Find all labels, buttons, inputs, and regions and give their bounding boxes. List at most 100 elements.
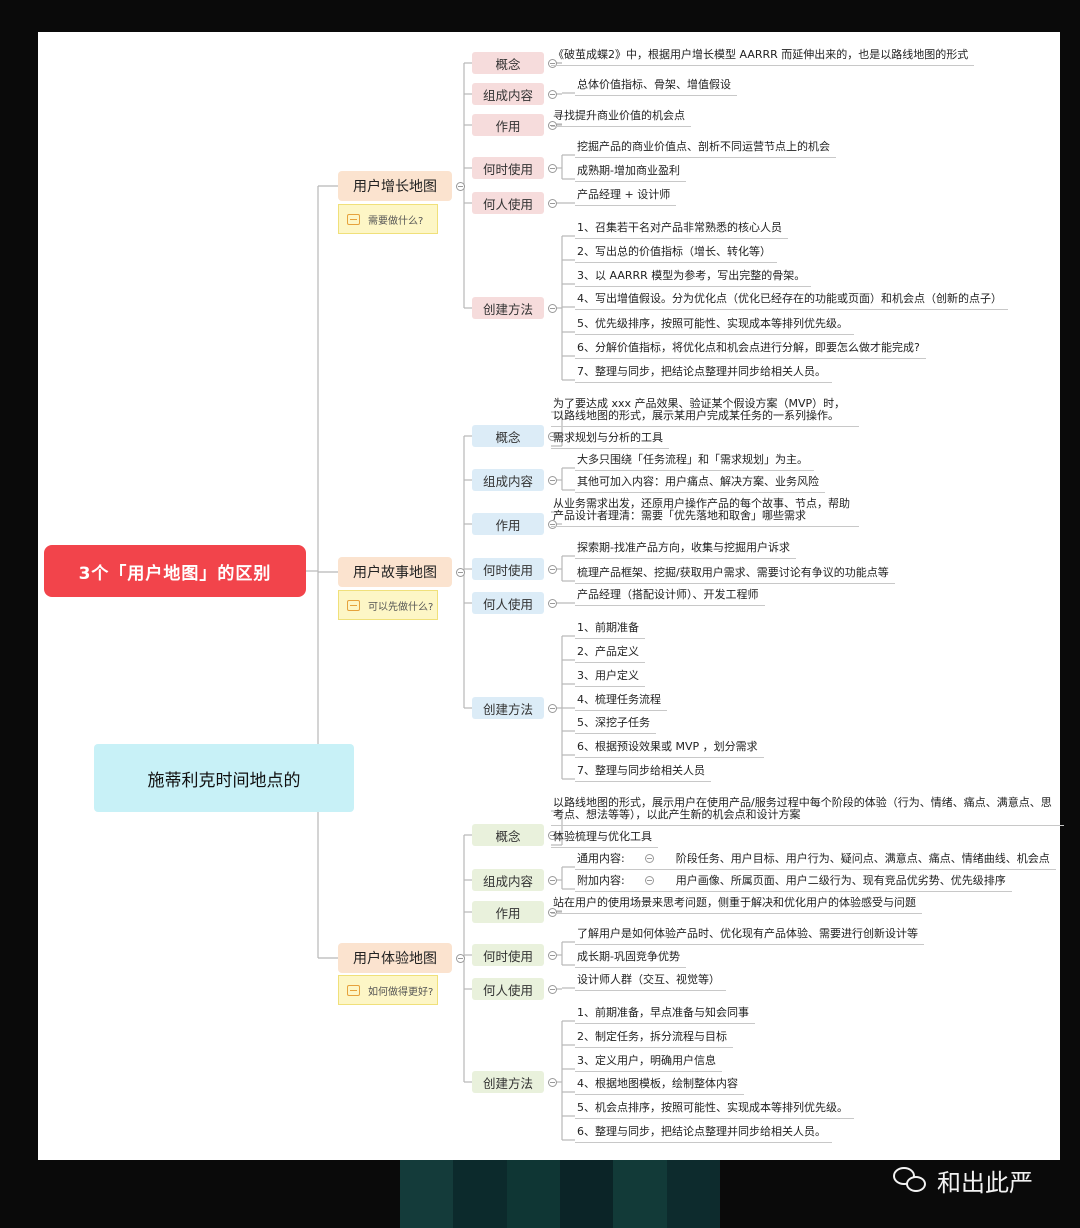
leaf-item: 《破茧成蝶2》中，根据用户增长模型 AARRR 而延伸出来的，也是以路线地图的形… [551,49,975,66]
sub-collapse-icon[interactable] [548,908,557,917]
branch-0-note: 需要做什么? [338,204,438,234]
sub-collapse-icon[interactable] [548,831,557,840]
branch-2-sub-2[interactable]: 作用 [472,901,544,923]
branch-2-note: 如何做得更好? [338,975,438,1005]
sub-collapse-icon[interactable] [548,476,557,485]
leaf-item: 3、定义用户，明确用户信息 [575,1055,722,1072]
branch-2-sub-4[interactable]: 何人使用 [472,978,544,1000]
sub-collapse-icon[interactable] [548,90,557,99]
sub-collapse-icon[interactable] [548,565,557,574]
branch-1-sub-4[interactable]: 何人使用 [472,592,544,614]
sub-collapse-icon[interactable] [548,432,557,441]
sub-collapse-icon[interactable] [548,599,557,608]
leaf-item: 5、优先级排序，按照可能性、实现成本等排列优先级。 [575,318,854,335]
tag-collapse-icon[interactable] [644,876,654,885]
leaf-item: 6、根据预设效果或 MVP ，划分需求 [575,741,764,758]
leaf-item: 通用内容: 阶段任务、用户目标、用户行为、疑问点、满意点、痛点、情绪曲线、机会点 [575,853,1056,870]
leaf-item: 7、整理与同步给相关人员 [575,765,711,782]
branch-0-sub-4[interactable]: 何人使用 [472,192,544,214]
branch-0-sub-2[interactable]: 作用 [472,114,544,136]
leaf-item: 其他可加入内容：用户痛点、解决方案、业务风险 [575,476,825,493]
leaf-item: 体验梳理与优化工具 [551,831,658,848]
sub-collapse-icon[interactable] [548,1078,557,1087]
leaf-item: 7、整理与同步，把结论点整理并同步给相关人员。 [575,366,832,383]
leaf-item: 3、用户定义 [575,670,645,687]
leaf-item: 1、前期准备，早点准备与知会同事 [575,1007,755,1024]
leaf-item: 5、机会点排序，按照可能性、实现成本等排列优先级。 [575,1102,854,1119]
sub-collapse-icon[interactable] [548,520,557,529]
branch-2-sub-5[interactable]: 创建方法 [472,1071,544,1093]
sub-collapse-icon[interactable] [548,985,557,994]
branch-0-sub-5[interactable]: 创建方法 [472,297,544,319]
sub-collapse-icon[interactable] [548,704,557,713]
branch-2-sub-0[interactable]: 概念 [472,824,544,846]
sub-collapse-icon[interactable] [548,199,557,208]
branch-2-sub-1[interactable]: 组成内容 [472,869,544,891]
leaf-item: 站在用户的使用场景来思考问题，侧重于解决和优化用户的体验感受与问题 [551,897,922,914]
floating-topic[interactable]: 施蒂利克时间地点的 [94,744,354,812]
leaf-item: 产品经理（搭配设计师）、开发工程师 [575,589,765,606]
root-topic[interactable]: 3个「用户地图」的区别 [44,545,306,597]
leaf-item: 成长期-巩固竞争优势 [575,951,686,968]
note-text: 需要做什么? [368,215,424,227]
branch-1-collapse-icon[interactable] [456,568,465,577]
leaf-item: 总体价值指标、骨架、增值假设 [575,79,737,96]
branch-2-collapse-icon[interactable] [456,954,465,963]
leaf-item: 附加内容: 用户画像、所属页面、用户二级行为、现有竞品优劣势、优先级排序 [575,875,1012,892]
leaf-item: 产品经理 + 设计师 [575,189,677,206]
leaf-tag: 通用内容: [577,852,625,865]
note-text: 如何做得更好? [368,986,434,998]
branch-2-title[interactable]: 用户体验地图 [338,943,452,973]
leaf-item: 6、整理与同步，把结论点整理并同步给相关人员。 [575,1126,832,1143]
leaf-item: 1、前期准备 [575,622,645,639]
branch-0-collapse-icon[interactable] [456,182,465,191]
tag-collapse-icon[interactable] [644,854,654,863]
leaf-item: 为了要达成 xxx 产品效果、验证某个假设方案（MVP）时，以路线地图的形式，展… [551,398,859,427]
leaf-item: 挖掘产品的商业价值点、剖析不同运营节点上的机会 [575,141,836,158]
branch-1-sub-3[interactable]: 何时使用 [472,558,544,580]
leaf-item: 以路线地图的形式，展示用户在使用产品/服务过程中每个阶段的体验（行为、情绪、痛点… [551,797,1064,826]
leaf-item: 3、以 AARRR 模型为参考，写出完整的骨架。 [575,270,812,287]
leaf-item: 4、根据地图模板，绘制整体内容 [575,1078,744,1095]
sub-collapse-icon[interactable] [548,304,557,313]
leaf-item: 2、制定任务，拆分流程与目标 [575,1031,733,1048]
branch-1-sub-2[interactable]: 作用 [472,513,544,535]
leaf-item: 寻找提升商业价值的机会点 [551,110,691,127]
leaf-text: 用户画像、所属页面、用户二级行为、现有竞品优劣势、优先级排序 [675,874,1006,887]
branch-1-note: 可以先做什么? [338,590,438,620]
watermark-text: 和出此严 [937,1168,1033,1197]
leaf-text: 阶段任务、用户目标、用户行为、疑问点、满意点、痛点、情绪曲线、机会点 [675,852,1050,865]
leaf-item: 探索期-找准产品方向，收集与挖掘用户诉求 [575,542,796,559]
sub-collapse-icon[interactable] [548,876,557,885]
leaf-item: 成熟期-增加商业盈利 [575,165,686,182]
leaf-item: 设计师人群（交互、视觉等） [575,974,726,991]
leaf-item: 4、梳理任务流程 [575,694,667,711]
branch-0-sub-3[interactable]: 何时使用 [472,157,544,179]
leaf-item: 了解用户是如何体验产品时、优化现有产品体验、需要进行创新设计等 [575,928,924,945]
leaf-tag: 附加内容: [577,874,625,887]
leaf-item: 2、写出总的价值指标（增长、转化等） [575,246,777,263]
branch-1-sub-5[interactable]: 创建方法 [472,697,544,719]
sub-collapse-icon[interactable] [548,951,557,960]
note-icon [347,213,360,225]
note-icon [347,984,360,996]
leaf-item: 6、分解价值指标，将优化点和机会点进行分解，即要怎么做才能完成? [575,342,926,359]
branch-0-title[interactable]: 用户增长地图 [338,171,452,201]
branch-2-sub-3[interactable]: 何时使用 [472,944,544,966]
sub-collapse-icon[interactable] [548,164,557,173]
leaf-item: 从业务需求出发，还原用户操作产品的每个故事、节点，帮助产品设计者理清：需要「优先… [551,498,859,527]
leaf-item: 大多只围绕「任务流程」和「需求规划」为主。 [575,454,814,471]
sub-collapse-icon[interactable] [548,59,557,68]
branch-0-sub-0[interactable]: 概念 [472,52,544,74]
wechat-icon [893,1165,929,1195]
note-text: 可以先做什么? [368,601,434,613]
branch-1-sub-0[interactable]: 概念 [472,425,544,447]
branch-1-title[interactable]: 用户故事地图 [338,557,452,587]
branch-1-sub-1[interactable]: 组成内容 [472,469,544,491]
leaf-item: 梳理产品框架、挖掘/获取用户需求、需要讨论有争议的功能点等 [575,567,895,584]
leaf-item: 5、深挖子任务 [575,717,656,734]
leaf-item: 4、写出增值假设。分为优化点（优化已经存在的功能或页面）和机会点（创新的点子） [575,293,1008,310]
branch-0-sub-1[interactable]: 组成内容 [472,83,544,105]
sub-collapse-icon[interactable] [548,121,557,130]
watermark: 和出此严 [893,1158,1033,1202]
